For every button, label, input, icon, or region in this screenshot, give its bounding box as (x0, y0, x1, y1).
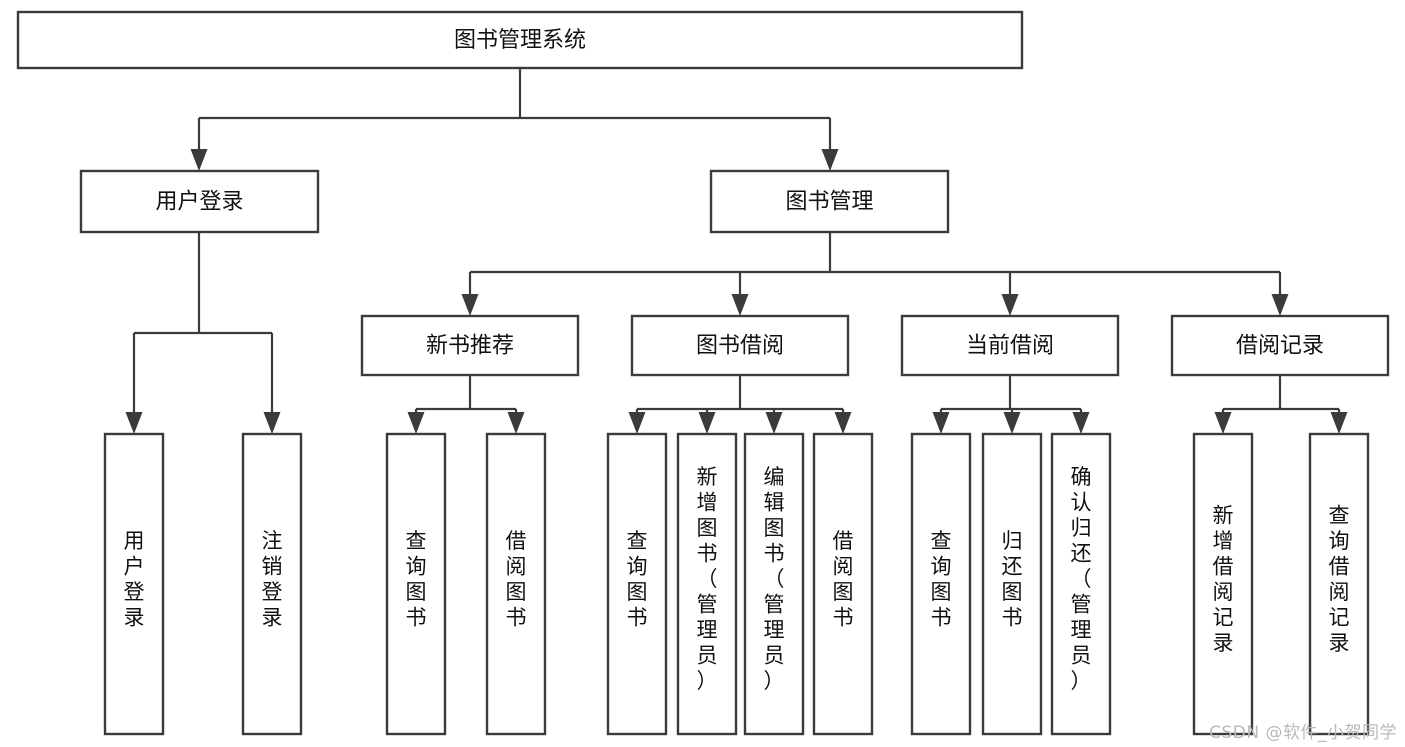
node-book-borrow-label: 图书借阅 (696, 334, 784, 359)
node-leaf-add-record-label: 新增借阅记录 (1213, 503, 1234, 655)
node-leaf-query-book-3[interactable]: 查询图书 (910, 432, 972, 736)
node-book-borrow[interactable]: 图书借阅 (630, 314, 850, 377)
node-leaf-user-logout-label: 注销登录 (262, 529, 283, 630)
node-borrow-record-box[interactable] (1170, 314, 1390, 377)
borrow-record-to-leaves-arrow-icon-0 (1214, 412, 1232, 434)
node-leaf-return-book[interactable]: 归还图书 (981, 432, 1043, 736)
book-borrow-to-leaves-arrow-icon-2 (765, 412, 783, 434)
node-leaf-add-record-box[interactable] (1192, 432, 1254, 736)
watermark-text: CSDN @软件_小贺同学 (1209, 723, 1397, 743)
node-current-borrow-label: 当前借阅 (966, 334, 1054, 359)
node-leaf-user-logout-box[interactable] (241, 432, 303, 736)
node-leaf-query-book-2[interactable]: 查询图书 (606, 432, 668, 736)
node-root-system-label: 图书管理系统 (454, 28, 586, 53)
node-leaf-query-book-3-box[interactable] (910, 432, 972, 736)
node-leaf-borrow-book-1-box[interactable] (485, 432, 547, 736)
book-manage-to-level3-arrow-icon-0 (461, 294, 479, 316)
node-leaf-add-book[interactable]: 新增图书（管理员） (676, 432, 738, 736)
current-borrow-to-leaves-arrow-icon-2 (1072, 412, 1090, 434)
node-leaf-return-book-box[interactable] (981, 432, 1043, 736)
node-leaf-borrow-book-2[interactable]: 借阅图书 (812, 432, 874, 736)
node-leaf-confirm-return-label: 确认归还（管理员） (1071, 465, 1092, 693)
book-manage-to-level3-arrow-icon-3 (1271, 294, 1289, 316)
user-login-to-leaves-arrow-icon-1 (263, 412, 281, 434)
node-leaf-user-login[interactable]: 用户登录 (103, 432, 165, 736)
node-leaf-add-record[interactable]: 新增借阅记录 (1192, 432, 1254, 736)
diagram-nodes: 图书管理系统用户登录图书管理新书推荐图书借阅当前借阅借阅记录用户登录注销登录查询… (16, 10, 1390, 736)
node-new-book-rec-box[interactable] (360, 314, 580, 377)
current-borrow-to-leaves-arrow-icon-1 (1003, 412, 1021, 434)
node-leaf-add-book-box[interactable] (676, 432, 738, 736)
node-book-manage-box[interactable] (709, 169, 950, 234)
node-leaf-query-book-3-label: 查询图书 (931, 529, 952, 630)
node-leaf-query-book-1-box[interactable] (385, 432, 447, 736)
book-borrow-to-leaves-arrow-icon-3 (834, 412, 852, 434)
node-leaf-borrow-book-2-box[interactable] (812, 432, 874, 736)
node-leaf-borrow-book-1[interactable]: 借阅图书 (485, 432, 547, 736)
node-leaf-query-book-2-label: 查询图书 (627, 529, 648, 630)
node-leaf-query-book-1-label: 查询图书 (406, 529, 427, 630)
node-leaf-query-record[interactable]: 查询借阅记录 (1308, 432, 1370, 736)
new-book-rec-to-leaves-arrow-icon-1 (507, 412, 525, 434)
node-leaf-query-book-1[interactable]: 查询图书 (385, 432, 447, 736)
node-root-system[interactable]: 图书管理系统 (16, 10, 1024, 70)
node-leaf-user-login-label: 用户登录 (124, 529, 145, 630)
node-new-book-rec-label: 新书推荐 (426, 334, 514, 359)
node-new-book-rec[interactable]: 新书推荐 (360, 314, 580, 377)
book-manage-to-level3-arrow-icon-2 (1001, 294, 1019, 316)
node-leaf-query-record-box[interactable] (1308, 432, 1370, 736)
node-book-manage[interactable]: 图书管理 (709, 169, 950, 234)
node-root-system-box[interactable] (16, 10, 1024, 70)
node-borrow-record[interactable]: 借阅记录 (1170, 314, 1390, 377)
node-borrow-record-label: 借阅记录 (1236, 334, 1324, 359)
node-leaf-query-book-2-box[interactable] (606, 432, 668, 736)
current-borrow-to-leaves-arrow-icon-0 (932, 412, 950, 434)
book-borrow-to-leaves-arrow-icon-0 (628, 412, 646, 434)
user-login-to-leaves-arrow-icon-0 (125, 412, 143, 434)
connector-edges (125, 68, 1348, 434)
node-leaf-query-record-label: 查询借阅记录 (1329, 503, 1350, 655)
node-leaf-user-login-box[interactable] (103, 432, 165, 736)
node-current-borrow-box[interactable] (900, 314, 1120, 377)
node-book-borrow-box[interactable] (630, 314, 850, 377)
node-leaf-borrow-book-1-label: 借阅图书 (506, 529, 527, 630)
new-book-rec-to-leaves-arrow-icon-0 (407, 412, 425, 434)
node-leaf-user-logout[interactable]: 注销登录 (241, 432, 303, 736)
node-leaf-edit-book-label: 编辑图书（管理员） (764, 465, 785, 693)
root-to-level2-arrow-icon-1 (821, 149, 839, 171)
node-leaf-edit-book[interactable]: 编辑图书（管理员） (743, 432, 805, 736)
node-leaf-edit-book-box[interactable] (743, 432, 805, 736)
borrow-record-to-leaves-arrow-icon-1 (1330, 412, 1348, 434)
node-leaf-add-book-label: 新增图书（管理员） (697, 465, 718, 693)
node-current-borrow[interactable]: 当前借阅 (900, 314, 1120, 377)
book-manage-to-level3-arrow-icon-1 (731, 294, 749, 316)
node-leaf-confirm-return-box[interactable] (1050, 432, 1112, 736)
node-book-manage-label: 图书管理 (785, 190, 873, 215)
node-leaf-confirm-return[interactable]: 确认归还（管理员） (1050, 432, 1112, 736)
node-leaf-return-book-label: 归还图书 (1002, 529, 1023, 630)
node-user-login[interactable]: 用户登录 (79, 169, 320, 234)
node-user-login-label: 用户登录 (155, 190, 243, 215)
book-borrow-to-leaves-arrow-icon-1 (698, 412, 716, 434)
node-leaf-borrow-book-2-label: 借阅图书 (833, 529, 854, 630)
root-to-level2-arrow-icon-0 (190, 149, 208, 171)
node-user-login-box[interactable] (79, 169, 320, 234)
